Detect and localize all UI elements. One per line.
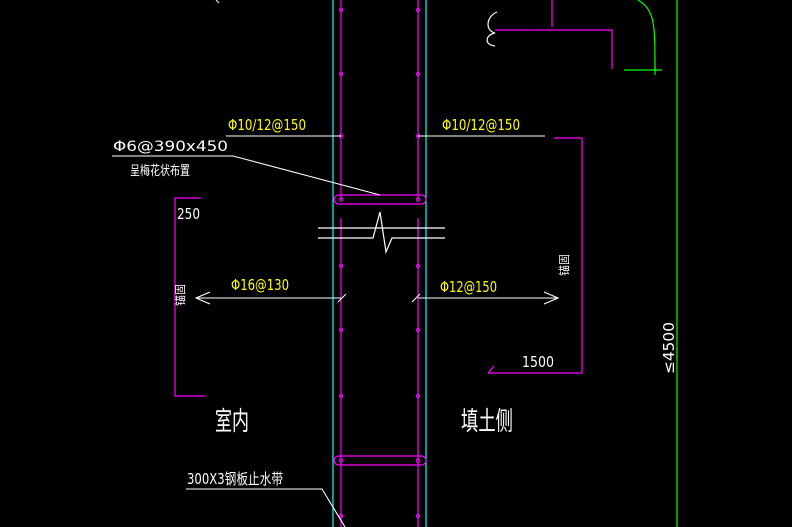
backfill-side-label: 填土侧 [461,407,513,437]
rebar-arrow-right [411,291,560,305]
right-horizontal-rebar-label: Φ12@150 [440,278,497,296]
leader-waterstop [186,488,346,527]
break-line [318,211,445,255]
tie-bar-upper [333,194,427,205]
left-dim-label: 250 [177,205,200,223]
top-right-detail [486,0,662,75]
top-tick [215,0,220,4]
waterstop-label: 300X3钢板止水带 [187,470,283,488]
rebar-right-vertical-label: Φ10/12@150 [442,116,520,134]
left-horizontal-rebar-label: Φ16@130 [231,276,289,294]
leader-tie-bar [112,155,381,196]
rebar-left-vertical-label: Φ10/12@150 [228,116,306,134]
left-anchor-note: 锚固 [173,284,187,306]
right-anchor-note: 锚固 [557,254,571,276]
right-anchor-bracket [488,137,583,374]
tie-bar-label: Φ6@390x450 [113,139,228,155]
indoor-label: 室内 [215,407,249,437]
wall-section [332,0,427,527]
left-anchor-bracket [174,197,205,397]
tie-bar-lower [333,455,427,466]
rebar-arrow-left [194,291,347,305]
tie-bar-note: 呈梅花状布置 [130,163,190,179]
right-dim-label: 1500 [522,353,554,371]
vertical-dim-label: ≤4500 [660,322,678,374]
